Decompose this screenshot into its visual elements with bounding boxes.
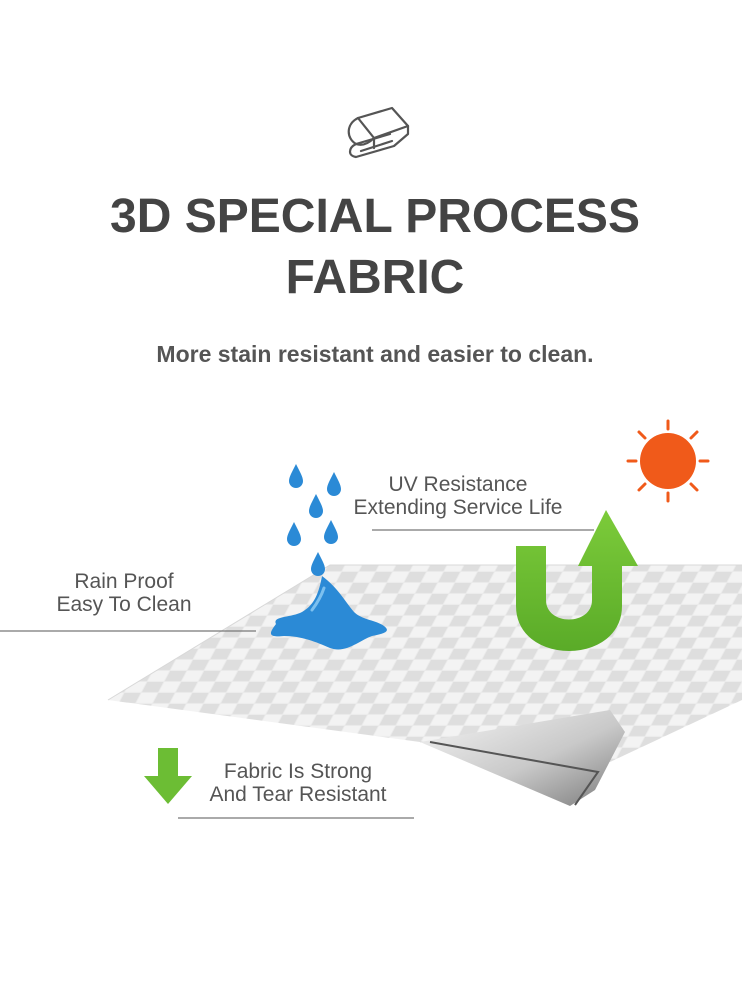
water-splash-icon <box>270 576 387 650</box>
uv-reflect-arrow-icon <box>516 510 638 651</box>
rain-proof-line-1: Rain Proof <box>74 570 174 593</box>
page-title-line-2: FABRIC <box>285 251 465 304</box>
fabric-sheet <box>107 564 742 806</box>
fabric-illustration <box>0 419 742 819</box>
uv-resistance-label: UV Resistance Extending Service Life <box>340 473 576 519</box>
fabric-strength-line-2: And Tear Resistant <box>209 783 387 806</box>
rain-proof-label: Rain Proof Easy To Clean <box>20 570 228 616</box>
page-subtitle: More stain resistant and easier to clean… <box>156 341 594 367</box>
fabric-strength-line-1: Fabric Is Strong <box>223 760 373 783</box>
sun-icon <box>626 419 710 503</box>
rain-proof-line-2: Easy To Clean <box>56 593 192 616</box>
uv-resistance-line-2: Extending Service Life <box>353 496 563 519</box>
uv-resistance-line-1: UV Resistance <box>388 473 528 496</box>
fabric-strength-label: Fabric Is Strong And Tear Resistant <box>180 760 416 806</box>
down-arrow-icon <box>144 748 192 804</box>
page-title-line-1: 3D SPECIAL PROCESS <box>110 190 640 243</box>
folded-fabric-icon <box>347 106 410 159</box>
water-drops-icon <box>287 464 341 576</box>
